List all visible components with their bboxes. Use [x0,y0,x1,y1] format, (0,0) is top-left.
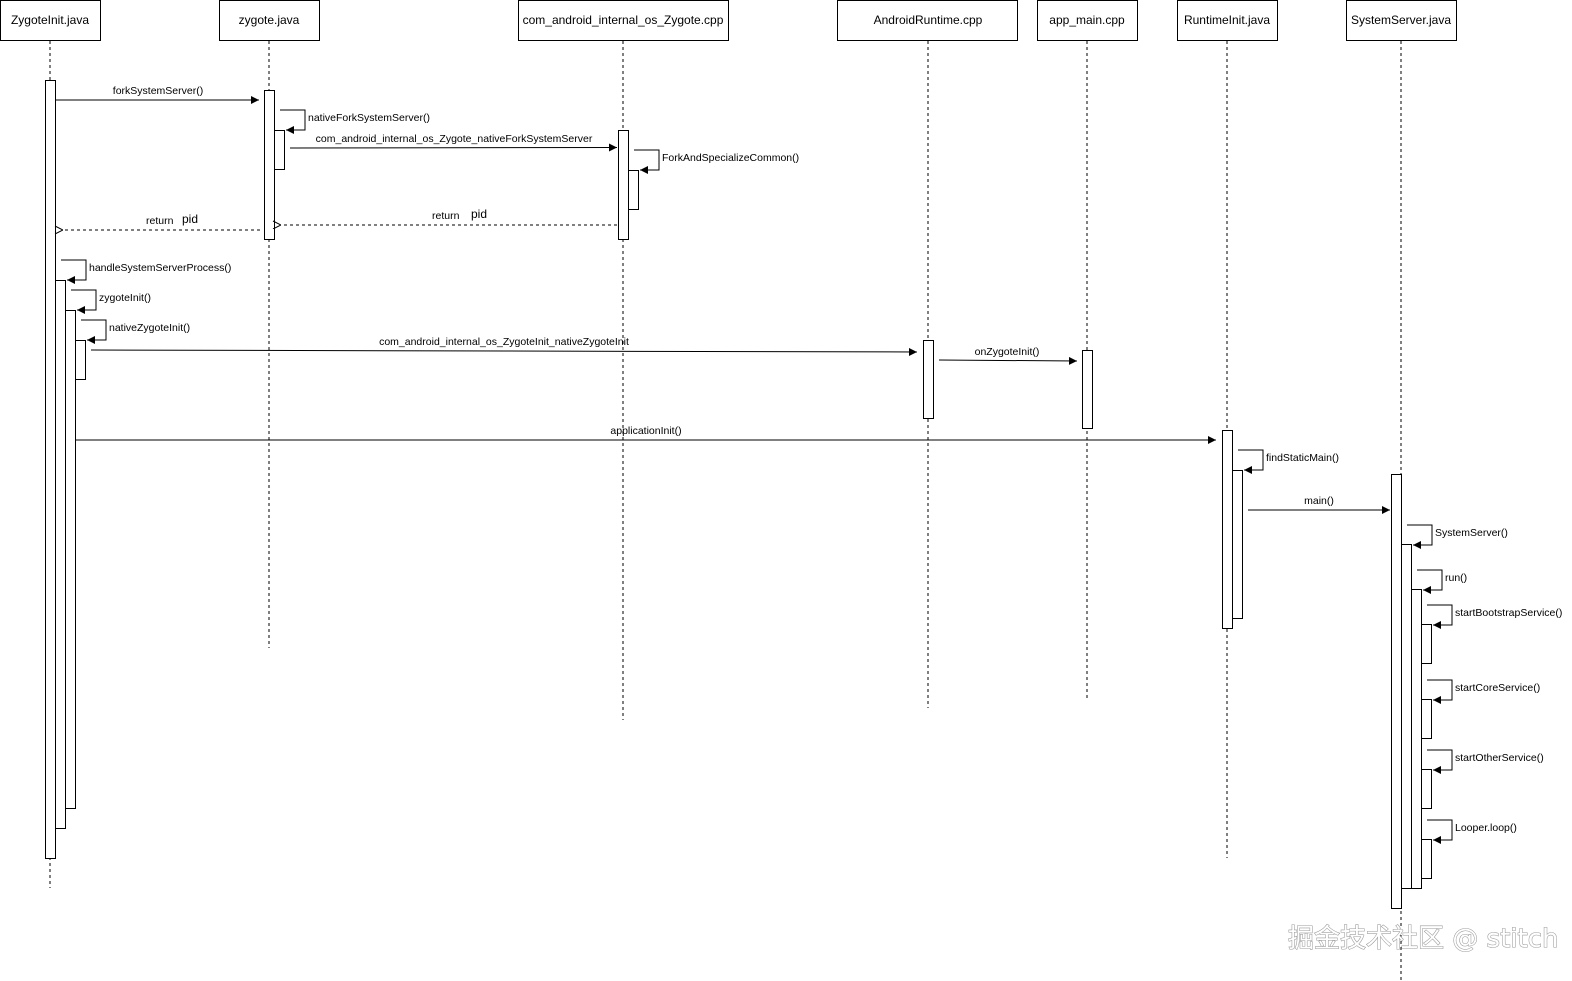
message-forksystemserver[interactable]: forkSystemServer() [56,85,259,104]
message-main[interactable]: main() [1248,495,1390,514]
message-applicationinit[interactable]: applicationInit() [76,425,1216,444]
message-systemserver[interactable]: SystemServer() [1407,524,1508,549]
activation-bar [923,340,934,419]
message-run[interactable]: run() [1417,569,1467,594]
participant-label: RuntimeInit.java [1184,13,1270,27]
activation-bar [1421,769,1432,809]
participant-zygoteinit-java[interactable]: ZygoteInit.java [0,0,101,41]
message-label: zygoteInit() [99,292,151,304]
message-value: pid [182,212,198,226]
message-return-pid-java[interactable]: return pid [62,212,260,230]
participant-systemserver-java[interactable]: SystemServer.java [1346,0,1457,41]
activation-bar [45,80,56,859]
participant-label: app_main.cpp [1049,13,1125,27]
activation-bar [628,170,639,210]
participant-label: ZygoteInit.java [11,13,89,27]
participant-zygote-java[interactable]: zygote.java [219,0,320,41]
message-label: com_android_internal_os_ZygoteInit_nativ… [379,336,629,348]
message-forkandspecializecommon[interactable]: ForkAndSpecializeCommon() [634,149,799,174]
message-onzygoteinit[interactable]: onZygoteInit() [938,346,1078,365]
participant-label: AndroidRuntime.cpp [874,13,983,27]
message-label: applicationInit() [610,425,681,437]
message-label: findStaticMain() [1266,452,1339,464]
participant-label: SystemServer.java [1351,13,1451,27]
message-startbootstrapservice[interactable]: startBootstrapService() [1427,604,1562,629]
watermark-text: 掘金技术社区 @ stitch [1288,924,1558,954]
activation-bar [1401,544,1412,889]
message-nativezygoteinit[interactable]: nativeZygoteInit() [81,319,190,344]
message-zygoteinit[interactable]: zygoteInit() [71,289,151,314]
activation-bar [65,310,76,809]
message-label: nativeForkSystemServer() [308,112,430,124]
activation-bar [1421,839,1432,879]
message-label: onZygoteInit() [975,346,1040,358]
message-nativeforksystemserver[interactable]: nativeForkSystemServer() [280,109,430,134]
message-looper-loop[interactable]: Looper.loop() [1427,819,1517,844]
message-startcoreservice[interactable]: startCoreService() [1427,679,1540,704]
activation-bar [1421,624,1432,664]
message-startotherservice[interactable]: startOtherService() [1427,749,1544,774]
participant-label: com_android_internal_os_Zygote.cpp [523,13,724,27]
lifelines [49,41,1402,981]
message-label: ForkAndSpecializeCommon() [662,152,799,164]
participant-androidruntime-cpp[interactable]: AndroidRuntime.cpp [837,0,1018,41]
message-label: forkSystemServer() [113,85,203,97]
activation-bar [264,90,275,240]
activation-bar [618,130,629,240]
participant-app-main-cpp[interactable]: app_main.cpp [1037,0,1138,41]
message-label: startCoreService() [1455,682,1540,694]
message-return-pid-cpp[interactable]: return pid [280,207,617,225]
message-handlesystemserverprocess[interactable]: handleSystemServerProcess() [61,259,231,284]
message-label: Looper.loop() [1455,822,1517,834]
participant-runtimeinit-java[interactable]: RuntimeInit.java [1177,0,1278,41]
activation-bar [1222,430,1233,629]
message-zygote-nativeforksystemserver[interactable]: com_android_internal_os_Zygote_nativeFor… [289,133,618,152]
message-label: handleSystemServerProcess() [89,262,231,274]
message-findstaticmain[interactable]: findStaticMain() [1238,449,1339,474]
activation-bar [1421,699,1432,739]
message-label: nativeZygoteInit() [109,322,190,334]
participant-zygote-cpp[interactable]: com_android_internal_os_Zygote.cpp [518,0,729,41]
activation-bar [1391,474,1402,909]
message-label: SystemServer() [1435,527,1508,539]
activation-bars [45,80,1432,909]
message-label: startOtherService() [1455,752,1544,764]
message-label: main() [1304,495,1334,507]
message-zygoteinit-nativezygoteinit[interactable]: com_android_internal_os_ZygoteInit_nativ… [90,336,918,356]
message-value: pid [471,207,487,221]
activation-bar [55,280,66,829]
activation-bar [1232,470,1243,619]
message-label: com_android_internal_os_Zygote_nativeFor… [316,133,593,145]
message-label: run() [1445,572,1467,584]
activation-bar [1082,350,1093,429]
activation-bar [1411,589,1422,889]
activation-bar [274,130,285,170]
activation-bar [75,340,86,380]
participant-label: zygote.java [239,13,300,27]
message-label: return [146,215,174,227]
message-label: return [432,210,460,222]
message-label: startBootstrapService() [1455,607,1562,619]
